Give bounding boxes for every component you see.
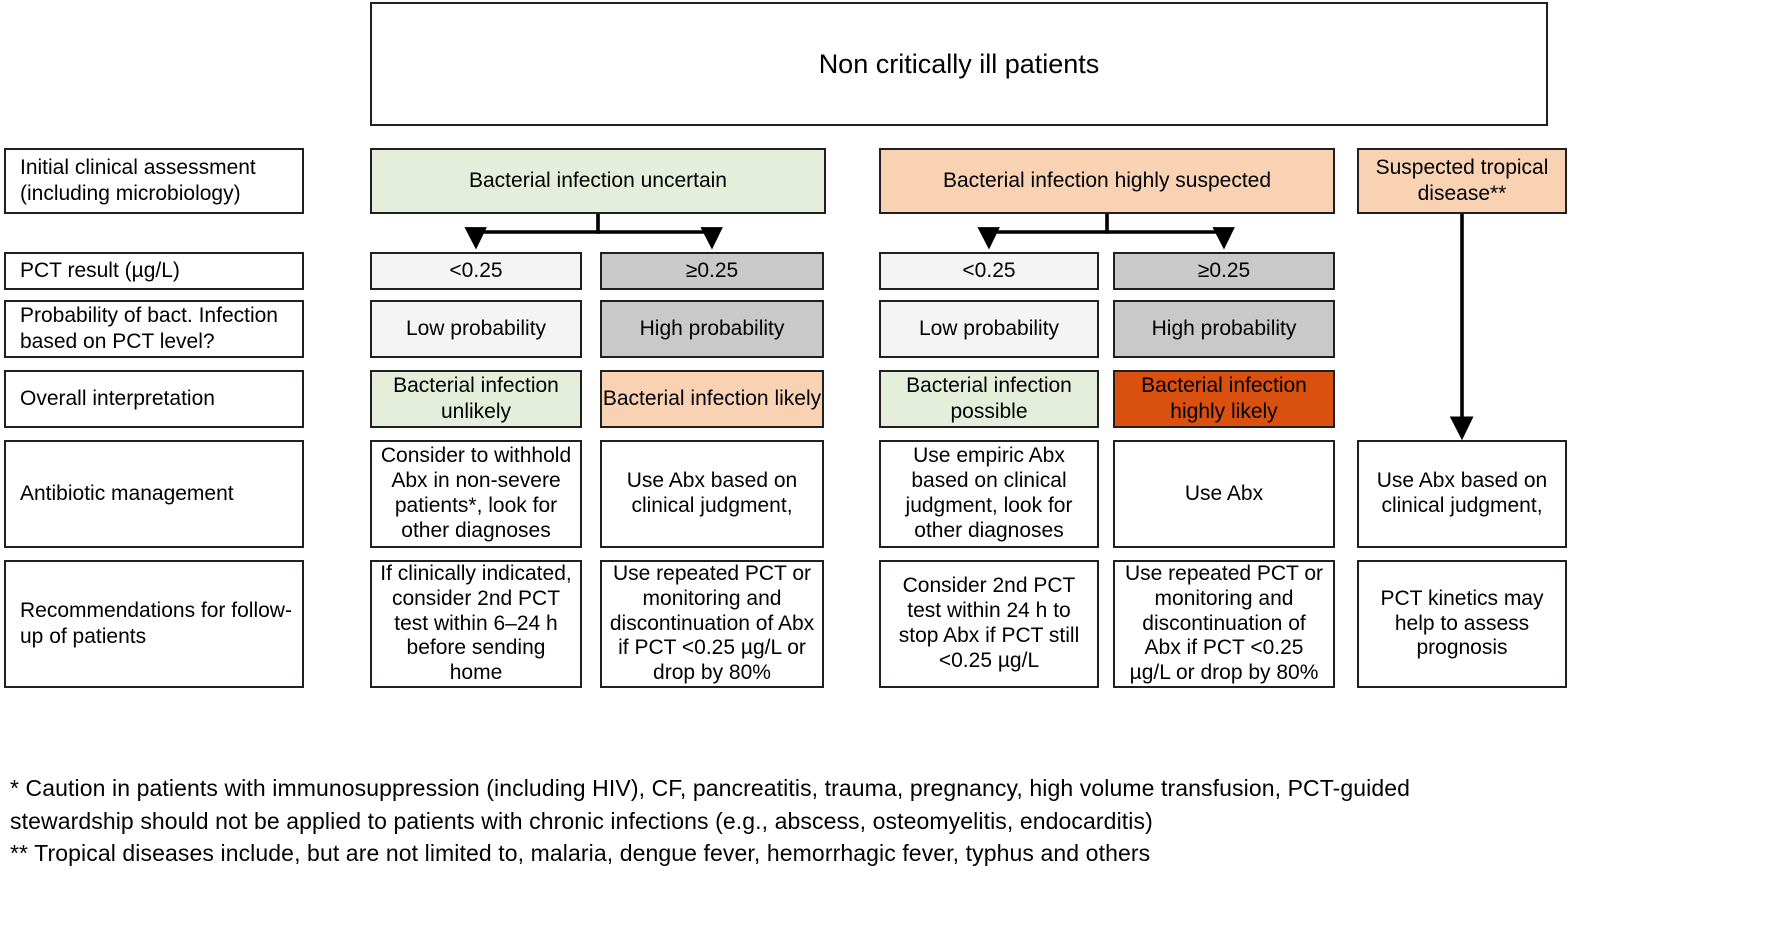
footnotes: * Caution in patients with immunosuppres… bbox=[10, 772, 1750, 870]
interpretation-bacterial-infection-unlikely: Bacterial infection unlikely bbox=[370, 370, 582, 428]
followup-uncertain-high: Use repeated PCT or monitoring and disco… bbox=[600, 560, 824, 688]
row-label-pct-result: PCT result (µg/L) bbox=[4, 252, 304, 290]
antibiotic-management-suspected-low: Use empiric Abx based on clinical judgme… bbox=[879, 440, 1099, 548]
arrow-highly-suspected-branch bbox=[977, 214, 1235, 250]
pct-result-suspected-low: <0.25 bbox=[879, 252, 1099, 290]
pct-result-suspected-high: ≥0.25 bbox=[1113, 252, 1335, 290]
arrow-uncertain-branch bbox=[464, 214, 723, 250]
row-label-initial-clinical-assessment: Initial clinical assessment (including m… bbox=[4, 148, 304, 214]
row-label-antibiotic-management: Antibiotic management bbox=[4, 440, 304, 548]
assessment-suspected-tropical-disease: Suspected tropical disease** bbox=[1357, 148, 1567, 214]
pct-result-uncertain-high: ≥0.25 bbox=[600, 252, 824, 290]
footnote-line-3: ** Tropical diseases include, but are no… bbox=[10, 840, 1151, 867]
pct-result-uncertain-low: <0.25 bbox=[370, 252, 582, 290]
followup-suspected-low: Consider 2nd PCT test within 24 h to sto… bbox=[879, 560, 1099, 688]
footnote-line-1: * Caution in patients with immunosuppres… bbox=[10, 775, 1411, 801]
assessment-bacterial-infection-highly-suspected: Bacterial infection highly suspected bbox=[879, 148, 1335, 214]
antibiotic-management-suspected-high: Use Abx bbox=[1113, 440, 1335, 548]
followup-suspected-high: Use repeated PCT or monitoring and disco… bbox=[1113, 560, 1335, 688]
interpretation-bacterial-infection-highly-likely: Bacterial infection highly likely bbox=[1113, 370, 1335, 428]
header-non-critically-ill-patients: Non critically ill patients bbox=[370, 2, 1548, 126]
followup-uncertain-low: If clinically indicated, consider 2nd PC… bbox=[370, 560, 582, 688]
probability-suspected-low: Low probability bbox=[879, 300, 1099, 358]
antibiotic-management-tropical: Use Abx based on clinical judgment, bbox=[1357, 440, 1567, 548]
row-label-overall-interpretation: Overall interpretation bbox=[4, 370, 304, 428]
interpretation-bacterial-infection-likely: Bacterial infection likely bbox=[600, 370, 824, 428]
footnote-line-2: stewardship should not be applied to pat… bbox=[10, 807, 1153, 834]
antibiotic-management-uncertain-low: Consider to withhold Abx in non-severe p… bbox=[370, 440, 582, 548]
row-label-probability-of-bacterial-infection: Probability of bact. Infection based on … bbox=[4, 300, 304, 358]
row-label-recommendations-followup: Recommendations for follow-up of patient… bbox=[4, 560, 304, 688]
antibiotic-management-uncertain-high: Use Abx based on clinical judgment, bbox=[600, 440, 824, 548]
interpretation-bacterial-infection-possible: Bacterial infection possible bbox=[879, 370, 1099, 428]
probability-uncertain-low: Low probability bbox=[370, 300, 582, 358]
assessment-bacterial-infection-uncertain: Bacterial infection uncertain bbox=[370, 148, 826, 214]
probability-suspected-high: High probability bbox=[1113, 300, 1335, 358]
probability-uncertain-high: High probability bbox=[600, 300, 824, 358]
followup-tropical: PCT kinetics may help to assess prognosi… bbox=[1357, 560, 1567, 688]
